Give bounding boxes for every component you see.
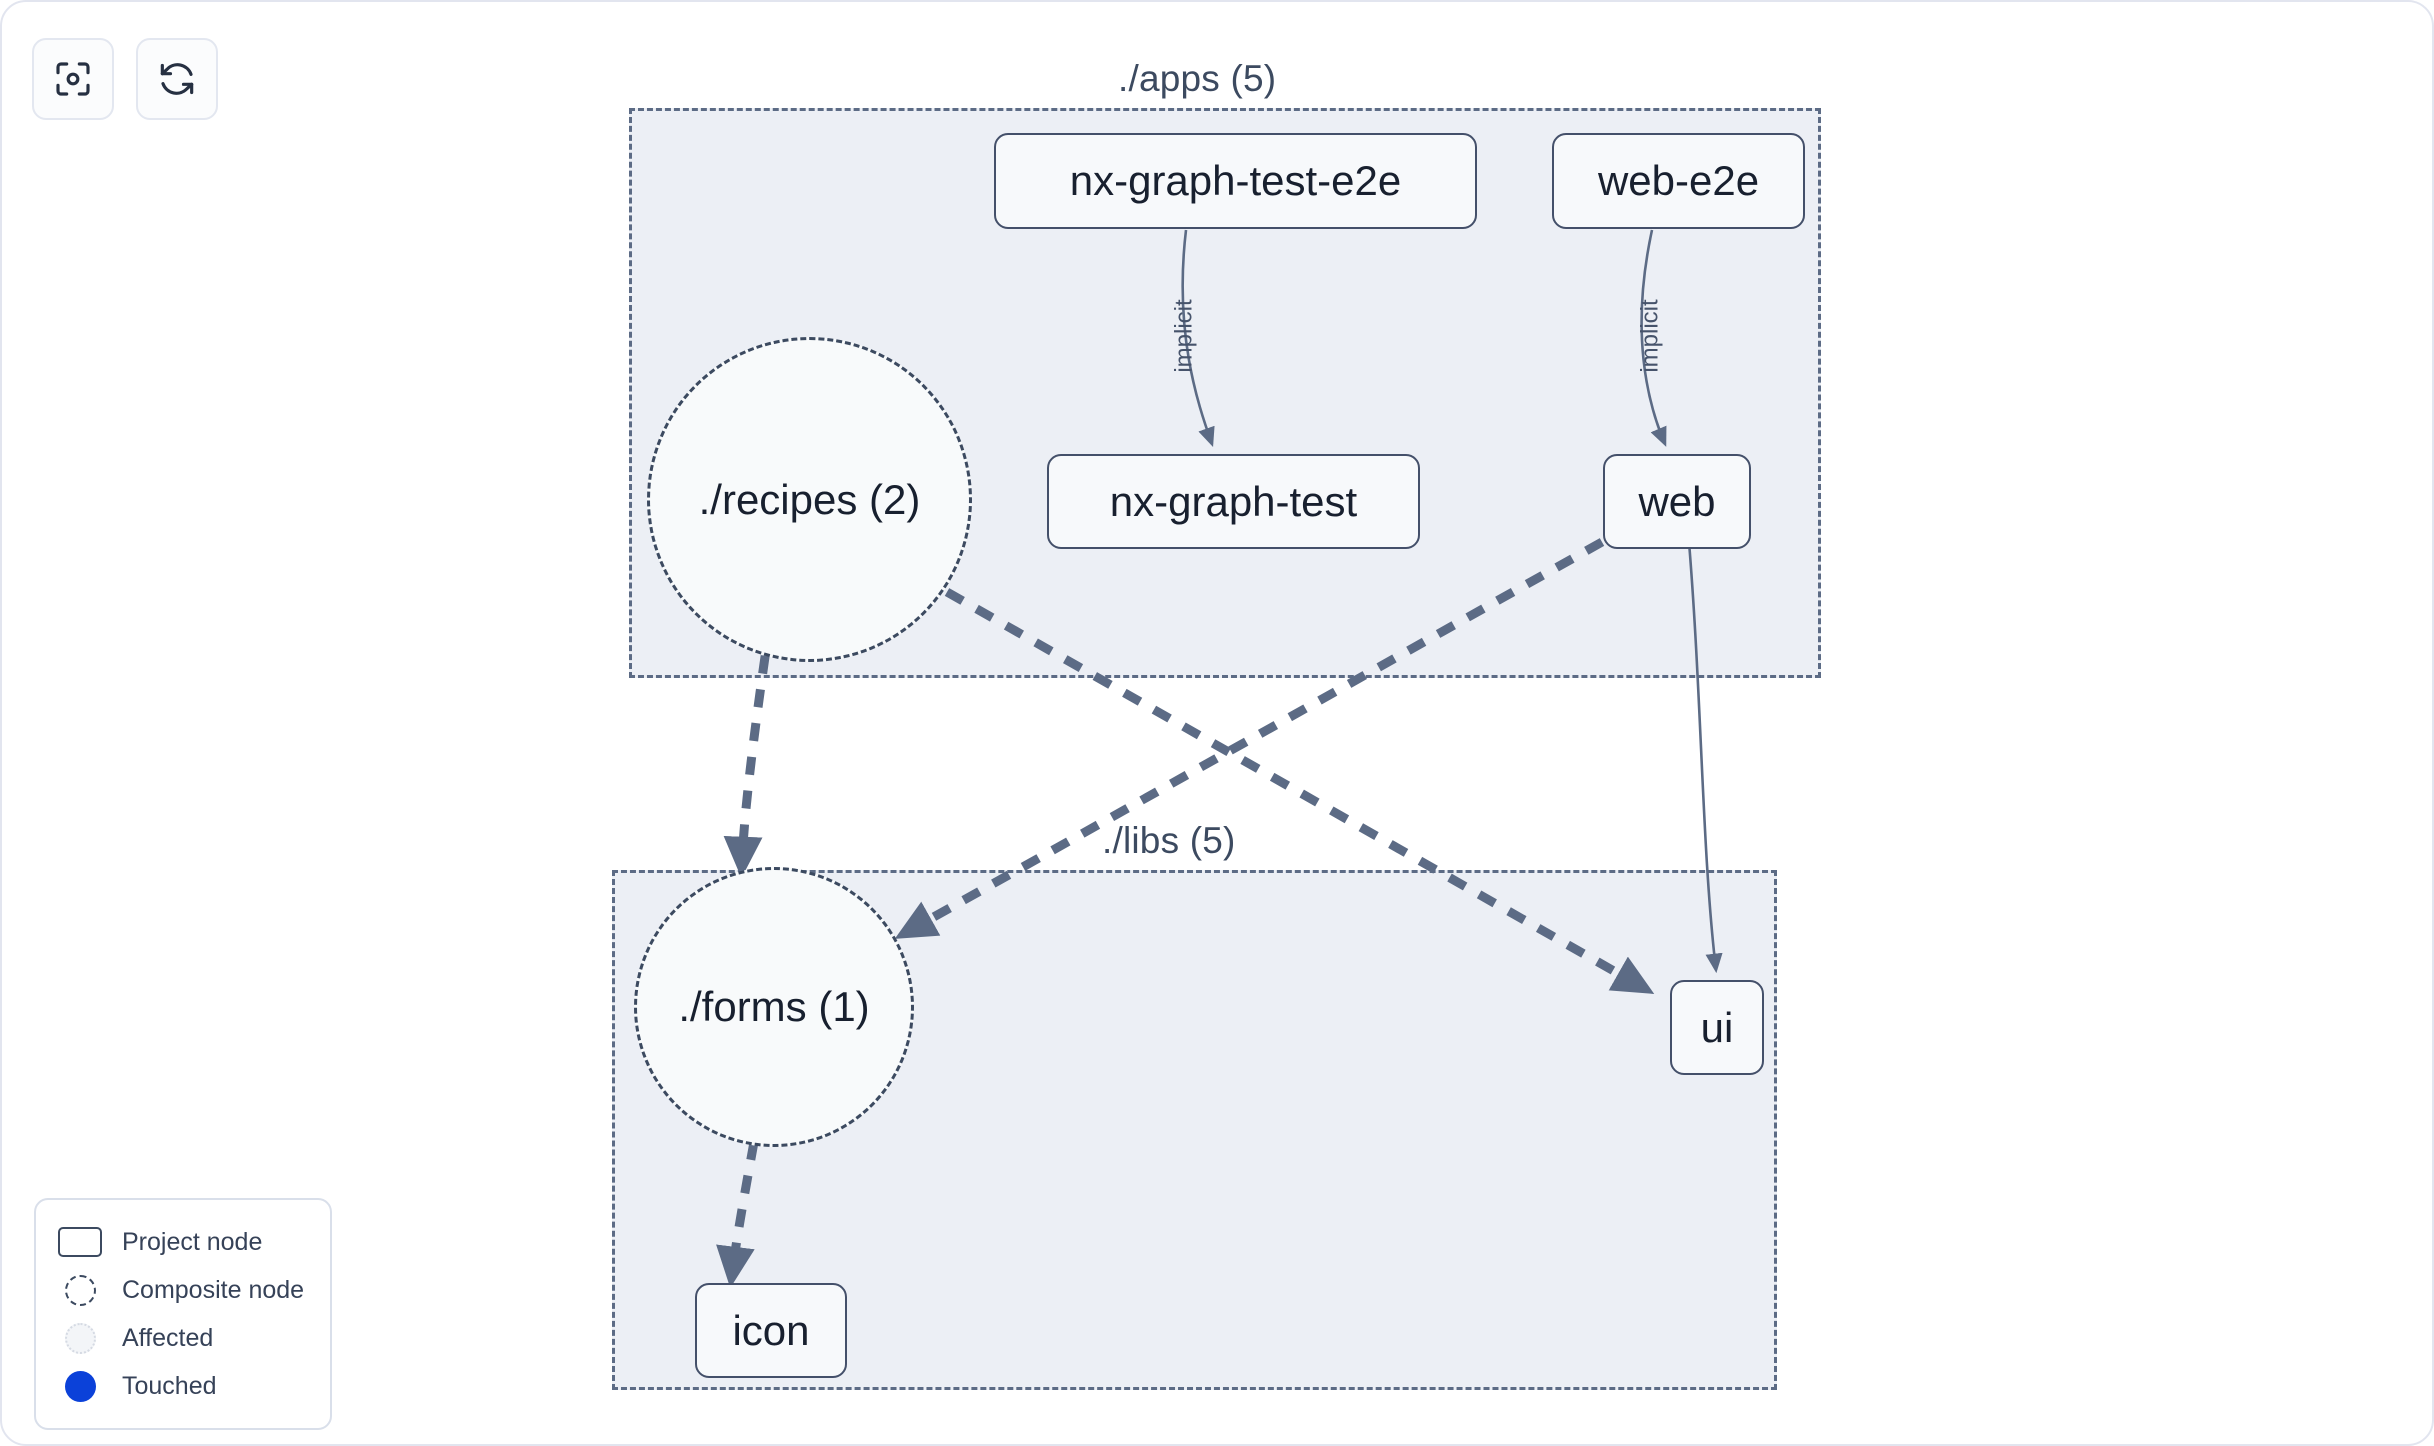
project-node-icon[interactable]: icon <box>695 1283 847 1378</box>
composite-node-forms[interactable]: ./forms (1) <box>634 867 914 1147</box>
affected-swatch <box>58 1322 102 1354</box>
project-node-nx-graph-test-e2e[interactable]: nx-graph-test-e2e <box>994 133 1477 229</box>
legend-label-touched: Touched <box>122 1371 217 1400</box>
legend-label-affected: Affected <box>122 1323 214 1352</box>
refresh-icon <box>157 59 197 99</box>
legend-item-composite-node: Composite node <box>58 1266 310 1314</box>
legend-item-touched: Touched <box>58 1362 310 1410</box>
legend-item-affected: Affected <box>58 1314 310 1362</box>
legend-item-project-node: Project node <box>58 1218 310 1266</box>
refresh-graph-button[interactable] <box>136 38 218 120</box>
focus-target-icon <box>53 59 93 99</box>
project-node-web[interactable]: web <box>1603 454 1751 549</box>
legend-label-composite-node: Composite node <box>122 1275 305 1304</box>
touched-swatch <box>58 1370 102 1402</box>
composite-node-swatch <box>58 1274 102 1306</box>
legend-label-project-node: Project node <box>122 1227 263 1256</box>
graph-legend: Project node Composite node Affected Tou… <box>34 1198 332 1430</box>
group-label-apps: ./apps (5) <box>1118 58 1277 99</box>
group-label-libs: ./libs (5) <box>1102 820 1236 861</box>
graph-toolbar <box>32 38 218 120</box>
focus-graph-button[interactable] <box>32 38 114 120</box>
edge-label-implicit-1: implicit <box>1170 299 1198 373</box>
project-node-nx-graph-test[interactable]: nx-graph-test <box>1047 454 1420 549</box>
project-node-swatch <box>58 1226 102 1258</box>
composite-node-recipes[interactable]: ./recipes (2) <box>647 337 972 662</box>
project-node-web-e2e[interactable]: web-e2e <box>1552 133 1805 229</box>
project-node-ui[interactable]: ui <box>1670 980 1764 1075</box>
edge-label-implicit-2: implicit <box>1636 299 1664 373</box>
